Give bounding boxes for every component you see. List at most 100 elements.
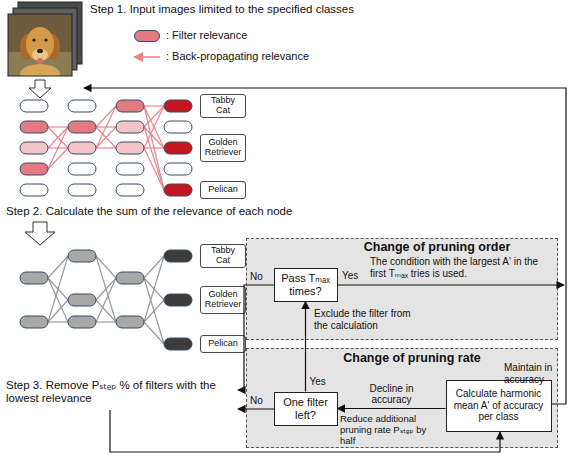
branch-label: Maintain in accuracy (504, 362, 560, 385)
filter-node (20, 121, 48, 133)
class-box: Golden Retriever (200, 286, 246, 314)
node-text: Tabby Cat (203, 246, 243, 266)
network-link (96, 127, 116, 148)
no-branch-wire (238, 285, 274, 390)
evaluate-wire (110, 410, 500, 452)
step-label: Step 2. Calculate the sum of the relevan… (6, 205, 336, 218)
edge-label: Decline in accuracy (357, 383, 427, 406)
class-box: Tabby Cat (200, 244, 246, 268)
network-link (48, 321, 68, 322)
network-link (96, 106, 116, 148)
network-link (96, 106, 116, 127)
network-link (96, 256, 116, 322)
legend-text: : Filter relevance (166, 29, 247, 42)
node-text: Pelican (208, 185, 238, 195)
network-link (144, 300, 164, 322)
network-link (144, 106, 164, 127)
filter-node (20, 272, 48, 284)
filter-node (116, 100, 144, 112)
dog-photo (8, 14, 72, 76)
network-link (96, 321, 116, 322)
image-frame (18, 2, 82, 64)
class-box: Pelican (200, 335, 246, 353)
class-box: Pelican (200, 181, 246, 199)
filter-node (20, 184, 48, 196)
network-link (144, 106, 164, 190)
network-link (96, 300, 116, 322)
network-link (48, 127, 68, 148)
filter-node (20, 142, 48, 154)
dog-muzzle (32, 49, 48, 61)
node-text: One filter left? (278, 396, 334, 421)
network-link (96, 278, 116, 300)
no-branch-wire (238, 408, 274, 409)
photo-ground (8, 52, 72, 76)
flow-arrow (338, 408, 446, 409)
filter-node (68, 316, 96, 328)
note-text: Reduce additional pruning rate Pₛₜₑₚ by … (340, 414, 444, 447)
network-link (96, 126, 116, 127)
filter-node (116, 272, 144, 284)
network-link (144, 322, 164, 344)
network-link (144, 147, 164, 148)
band-heading: Change of pruning rate (327, 351, 497, 366)
network-link (48, 126, 68, 127)
filter-node (164, 184, 192, 196)
dog-ear (20, 34, 34, 60)
photo-background (8, 14, 72, 76)
network-link (144, 106, 164, 148)
network-link (48, 127, 68, 148)
network-link (144, 256, 164, 322)
group-band: Pass Tₘₐₓ times? Change of pruning order (246, 238, 558, 340)
edge-label: Yes (310, 376, 340, 388)
network-link (144, 148, 164, 190)
dog-eye (44, 38, 47, 41)
filter-node (20, 163, 48, 175)
node-text: Golden Retriever (203, 290, 243, 310)
filter-node (116, 163, 144, 175)
step-label: Step 3. Remove Pₛₜₑₚ % of filters with t… (6, 379, 236, 405)
band-heading: Change of pruning order (337, 240, 537, 255)
network-link (144, 127, 164, 148)
node-text: Tabby Cat (203, 96, 243, 116)
node-text: Pass Tₘₐₓ times? (278, 272, 334, 297)
photo-border (8, 14, 72, 76)
legend-swatch (134, 30, 160, 42)
network-link (96, 147, 116, 148)
node-text: Golden Retriever (203, 138, 243, 158)
filter-node (164, 294, 192, 306)
network-link (48, 127, 68, 169)
filter-node (68, 163, 96, 175)
filter-node (164, 121, 192, 133)
network-link (48, 256, 68, 278)
branch-label: Yes (342, 270, 366, 282)
filter-node (116, 316, 144, 328)
filter-node (68, 142, 96, 154)
note-text: The condition with the largest A' in the… (370, 256, 556, 279)
note-text: Exclude the filter from the calculation (314, 308, 424, 331)
network-link (48, 147, 68, 148)
network-link (144, 106, 164, 148)
decision-box: One filter left? (274, 392, 338, 426)
filter-node (116, 121, 144, 133)
image-frame (13, 8, 77, 70)
filter-node (164, 250, 192, 262)
dog-nose (37, 49, 43, 53)
network-link (144, 256, 164, 278)
dog-eye (32, 38, 35, 41)
network-link (48, 300, 68, 322)
network-link (144, 105, 164, 106)
legend-arrow-sample (134, 56, 160, 58)
decision-box: Pass Tₘₐₓ times? (274, 268, 338, 302)
branch-label: No (250, 395, 272, 407)
network-link (48, 278, 68, 300)
filter-node (20, 100, 48, 112)
network-link (96, 278, 116, 322)
filter-node (164, 338, 192, 350)
hollow-arrow (25, 222, 55, 245)
filter-node (68, 294, 96, 306)
branch-label: No (250, 271, 272, 283)
